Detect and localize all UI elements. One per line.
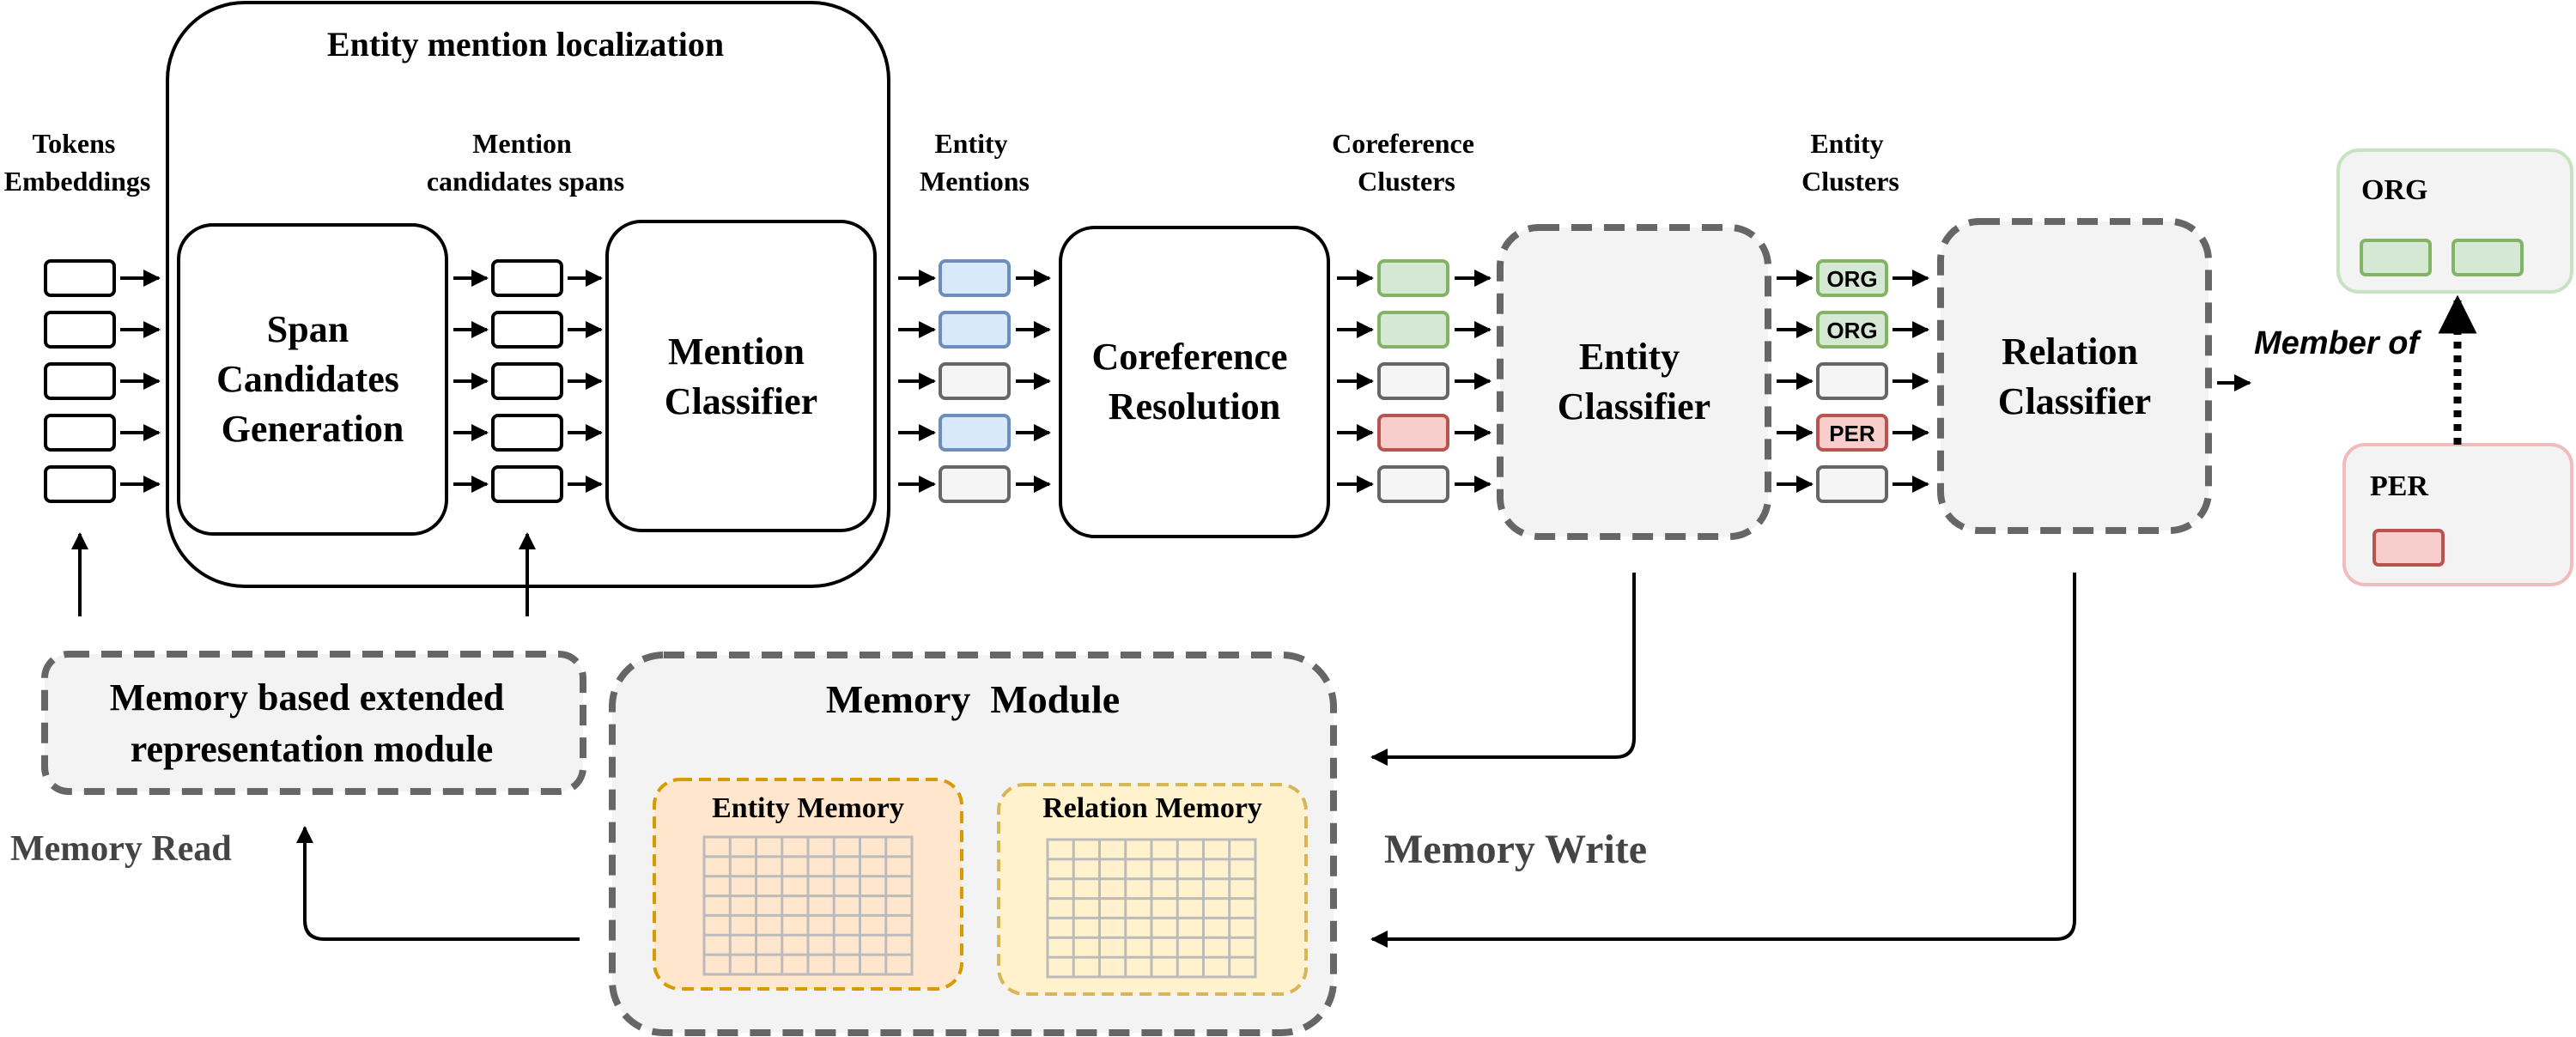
span-generation-text: Span Candidates Generation [216, 308, 409, 450]
mention-span-box [491, 362, 563, 400]
token-embedding-column [44, 259, 116, 503]
token-embedding-box [44, 362, 116, 400]
entity-cluster-box [1816, 465, 1888, 503]
row-arrows [120, 270, 1929, 493]
entity-cluster-box [1816, 259, 1888, 297]
mention-span-box [491, 311, 563, 349]
memory-read-label: Memory Read [10, 829, 232, 869]
coref-cluster-box [1377, 311, 1449, 349]
entity-type-tag: ORG [1826, 266, 1877, 292]
mention-span-box [491, 259, 563, 297]
memory-read-connector [296, 826, 580, 941]
memory-write-label: Memory Write [1384, 827, 1647, 872]
span-generation-block [177, 223, 448, 536]
mention-classifier-block [605, 220, 877, 532]
token-embedding-box [44, 465, 116, 503]
relation-write-connector [1370, 573, 2076, 948]
mention-classifier-text: Mention Classifier [665, 331, 817, 422]
entity-memory-label: Entity Memory [712, 792, 904, 824]
entity-type-tag: ORG [1826, 318, 1877, 343]
token-embedding-box [44, 414, 116, 452]
coreference-resolution-text: Coreference Resolution [1091, 336, 1297, 428]
entity-memory-grid [702, 835, 914, 976]
entity-mention-box [939, 259, 1011, 297]
mention-span-box [491, 414, 563, 452]
per-entity-token [2372, 529, 2445, 567]
tokens-label: Tokens Embeddings [4, 128, 151, 197]
relation-memory-label: Relation Memory [1042, 792, 1262, 824]
extended-representation-module [41, 651, 586, 795]
localization-title: Entity mention localization [327, 25, 724, 64]
org-example-label: ORG [2361, 174, 2427, 206]
relation-classifier-text: Relation Classifier [1998, 331, 2151, 422]
entity-cluster-box [1816, 414, 1888, 452]
extended-representation-text: Memory based extended representation mod… [110, 676, 514, 770]
coref-cluster-box [1377, 259, 1449, 297]
entity-write-connector [1370, 573, 1636, 766]
mention-span-column [491, 259, 563, 503]
memory-module-title: Memory Module [826, 677, 1120, 721]
relation-memory-grid [1046, 838, 1257, 979]
token-embedding-box [44, 259, 116, 297]
relation-classifier-block [1937, 218, 2212, 534]
entity-mention-box [939, 362, 1011, 400]
entity-mentions-label: Entity Mentions [920, 128, 1030, 197]
relation-label: Member of [2254, 325, 2421, 361]
coreference-resolution-block [1059, 226, 1330, 538]
entity-cluster-box [1816, 362, 1888, 400]
entity-mention-column [939, 259, 1011, 503]
coreference-cluster-column [1377, 259, 1449, 503]
mention-span-box [491, 465, 563, 503]
per-example-label: PER [2370, 470, 2428, 502]
token-embedding-box [44, 311, 116, 349]
entity-mention-box [939, 311, 1011, 349]
coref-cluster-box [1377, 465, 1449, 503]
entity-mention-box [939, 465, 1011, 503]
coref-cluster-box [1377, 414, 1449, 452]
coref-clusters-label: Coreference Clusters [1332, 128, 1481, 197]
org-entity-token [2360, 239, 2432, 276]
entity-cluster-column: ORG ORG PER [1816, 259, 1888, 503]
mention-spans-label: Mention candidates spans [427, 128, 624, 197]
entity-mention-box [939, 414, 1011, 452]
entity-classifier-block [1497, 224, 1771, 540]
org-entity-token [2451, 239, 2524, 276]
entity-cluster-box [1816, 311, 1888, 349]
entity-clusters-label: Entity Clusters [1801, 128, 1899, 197]
entity-type-tag: PER [1829, 421, 1875, 446]
entity-classifier-text: Entity Classifier [1558, 336, 1710, 428]
coref-cluster-box [1377, 362, 1449, 400]
